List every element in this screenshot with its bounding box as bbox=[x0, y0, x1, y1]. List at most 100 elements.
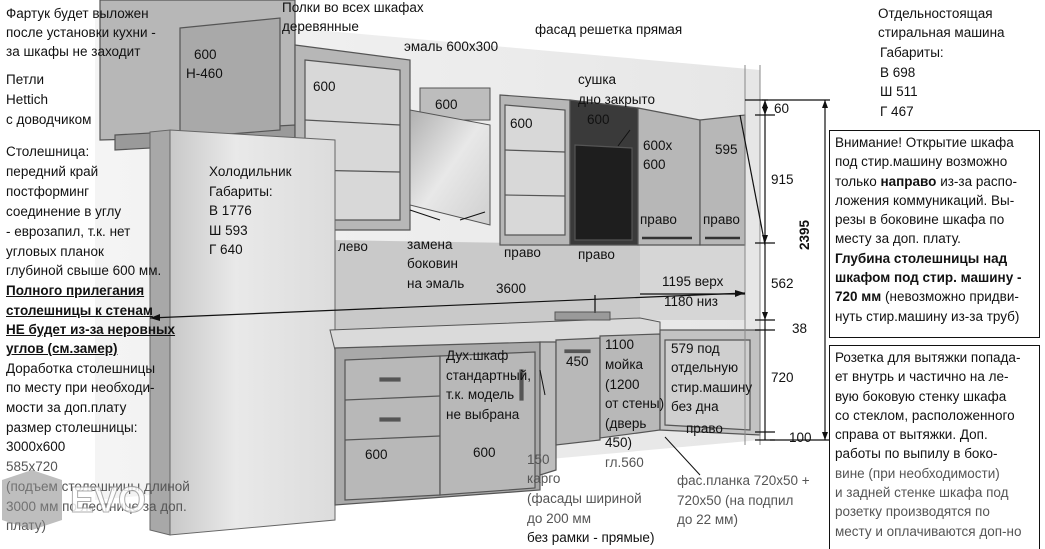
socket-line-4: со стеклом, расположенного bbox=[835, 407, 1015, 423]
hood-width: 600 bbox=[435, 97, 458, 112]
dim-100: 100 bbox=[789, 430, 812, 445]
washer-cab-2: отдельную bbox=[671, 360, 739, 375]
dim-1195: 1195 верх bbox=[662, 274, 724, 289]
dim-720: 720 bbox=[771, 370, 794, 385]
leader-lines bbox=[409, 129, 701, 476]
dim-915: 915 bbox=[771, 172, 794, 187]
socket-box: Розетка для вытяжки попада- ет внутрь и … bbox=[829, 345, 1040, 549]
wall-fit-note-4: углов (см.замер) bbox=[6, 341, 118, 356]
extra-note-4: размер столешницы: bbox=[6, 420, 138, 435]
extra-note-3: мости за доп.плату bbox=[6, 400, 127, 415]
cargo-1: 150 bbox=[527, 452, 550, 467]
dim-2395: 2395 bbox=[797, 219, 812, 250]
cargo-2: карго bbox=[527, 471, 561, 486]
wall-fit-note-2: столешницы к стенам bbox=[6, 303, 153, 318]
socket-line-5: справа от вытяжки. Доп. bbox=[835, 427, 988, 443]
dim-3600: 3600 bbox=[496, 281, 527, 296]
sink-label-4: от стены) bbox=[605, 396, 665, 411]
worktop-note-5: - еврозапил, т.к. нет bbox=[6, 224, 131, 239]
extra-note-1: Доработка столешницы bbox=[6, 361, 156, 376]
socket-line-9: розетку производятся по bbox=[835, 504, 990, 520]
sink-label-2: мойка bbox=[605, 357, 644, 372]
oven-label-1: Дух.шкаф bbox=[446, 348, 509, 363]
range-hood bbox=[409, 87, 491, 226]
worktop-note-7: глубиной свыше 600 мм. bbox=[6, 263, 162, 278]
dimension-lines bbox=[149, 99, 830, 441]
socket-line-1: Розетка для вытяжки попада- bbox=[835, 350, 1021, 365]
sink-depth: гл.560 bbox=[605, 455, 644, 470]
sink-label-3: (1200 bbox=[605, 377, 640, 392]
cargo-3: (фасады шириной bbox=[527, 491, 642, 506]
hinges-note-3: с доводчиком bbox=[6, 112, 92, 127]
washer-spec-2: стиральная машина bbox=[878, 25, 1005, 40]
upper-cabinets bbox=[99, 0, 746, 246]
oven-label-2: стандартный, bbox=[446, 368, 531, 383]
socket-line-3: вую боковую стенку шкафа bbox=[835, 388, 1007, 404]
fridge bbox=[149, 129, 336, 536]
warning-box: Внимание! Открытие шкафа под стир.машину… bbox=[829, 130, 1040, 338]
washer-spec-4: В 698 bbox=[880, 65, 916, 80]
corner-2-right: право bbox=[703, 212, 740, 227]
warning-depth: 720 мм bbox=[835, 289, 882, 305]
sink-label-6: 450) bbox=[605, 435, 633, 450]
extra-note-5: 3000х600 bbox=[6, 439, 66, 454]
fridge-label-2: Габариты: bbox=[209, 184, 273, 199]
extra-note-2: по месту при необходи- bbox=[6, 380, 155, 395]
washer-cab-1: 579 под bbox=[671, 341, 720, 356]
dim-1180: 1180 низ bbox=[664, 294, 718, 309]
corner-1-line-2: 600 bbox=[643, 157, 666, 172]
warning-line-4: ложения коммуникаций. Вы- bbox=[835, 192, 1015, 208]
washer-cab-right: право bbox=[686, 421, 723, 436]
wall-fit-note-3: НЕ будет из-за неровных bbox=[6, 322, 176, 337]
warning-line-6: месту за доп. плату. bbox=[835, 231, 961, 247]
dim-38: 38 bbox=[792, 321, 808, 336]
upper-1-height: Н-460 bbox=[186, 66, 223, 81]
upper-2-left: лево bbox=[338, 239, 368, 254]
worktop-note-6: угловых планок bbox=[6, 244, 104, 259]
socket-line-8: и задней стенке шкафа под bbox=[835, 485, 1009, 501]
shelves-label-1: Полки во всех шкафах bbox=[282, 0, 424, 15]
fridge-label-4: Ш 593 bbox=[209, 223, 248, 238]
corner-1-line-1: 600х bbox=[643, 138, 673, 153]
socket-line-6: работы по выпилу в боко- bbox=[835, 446, 998, 462]
upper-2-width: 600 bbox=[313, 79, 336, 94]
sink-label-1: 1100 bbox=[605, 337, 635, 352]
washer-spec-6: Г 467 bbox=[880, 104, 914, 119]
sink-label-5: (дверь bbox=[605, 416, 647, 431]
oven-label-4: не выбрана bbox=[446, 407, 520, 422]
dryer-right: право bbox=[578, 247, 615, 262]
dim-562: 562 bbox=[771, 276, 794, 291]
evo-logo: EVO bbox=[2, 470, 147, 530]
apron-note-2: после установки кухни - bbox=[6, 25, 156, 40]
washer-cab-3: стир.машину bbox=[671, 380, 753, 395]
socket-line-10: месту и оплачиваются доп-но bbox=[835, 523, 1022, 539]
lower-cabinets bbox=[334, 329, 761, 506]
washer-spec-3: Габариты: bbox=[880, 45, 944, 60]
fridge-label-5: Г 640 bbox=[209, 242, 243, 257]
warning-line-5: резы в боковине шкафа по bbox=[835, 212, 1005, 228]
worktop-note-3: постформинг bbox=[6, 184, 90, 199]
worktop-note-2: передний край bbox=[6, 164, 99, 179]
lower-2-width: 600 bbox=[473, 445, 496, 460]
hinges-note-1: Петли bbox=[6, 72, 45, 87]
warning-line-2: под стир.машину возможно bbox=[835, 154, 1008, 170]
shelves-label-2: деревянные bbox=[282, 19, 359, 34]
logo-text: EVO bbox=[70, 479, 146, 520]
warning-line-1: Внимание! Открытие шкафа bbox=[835, 135, 1014, 150]
upper-3-right: право bbox=[504, 245, 541, 260]
warning-direction: направо bbox=[880, 173, 937, 189]
enamel-label: эмаль 600х300 bbox=[404, 39, 499, 54]
dim-60: 60 bbox=[774, 101, 790, 116]
extra-gray-1: 585х720 bbox=[6, 459, 58, 474]
warning-line-3: только направо из-за распо- bbox=[835, 173, 1017, 189]
apron-note-3: за шкафы не заходит bbox=[6, 44, 141, 59]
upper-1-width: 600 bbox=[194, 47, 217, 62]
lower-1-width: 600 bbox=[365, 447, 388, 462]
socket-line-2: ет внутрь и частично на ле- bbox=[835, 369, 1009, 385]
oven-label-3: т.к. модель bbox=[446, 387, 515, 402]
fridge-label-1: Холодильник bbox=[209, 164, 292, 179]
warning-line-9: 720 мм (невозможно придви- bbox=[835, 289, 1019, 305]
dimension-arrowheads bbox=[150, 100, 828, 440]
cargo-5: без рамки - прямые) bbox=[527, 530, 655, 545]
plank-2: 720х50 (на подпил bbox=[677, 493, 794, 508]
